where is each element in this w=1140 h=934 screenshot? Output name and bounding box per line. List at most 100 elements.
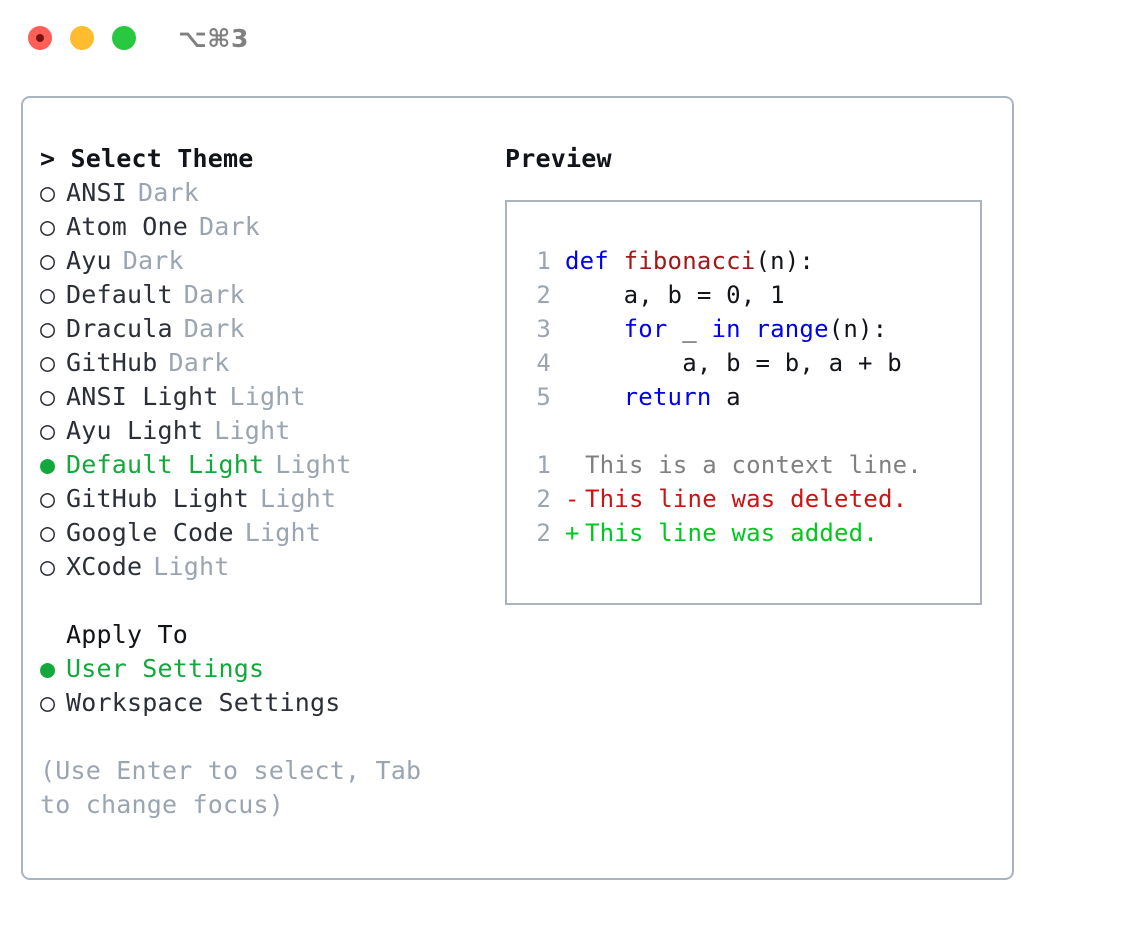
theme-name-label: Dracula [66,314,173,343]
theme-name-label: Google Code [66,518,234,547]
theme-list-item[interactable]: ○ Default Dark [40,278,493,312]
code-token: a, b = b, a + b [565,349,902,377]
line-number: 2 [536,281,551,309]
code-token: def [565,247,624,275]
minimize-button-icon[interactable] [70,26,94,50]
diff-line: 2+This line was added. [525,516,980,550]
theme-variant-badge: Dark [183,314,245,343]
theme-variant-badge: Dark [122,246,184,275]
radio-unselected-icon: ○ [40,382,56,411]
keyboard-hint-text: (Use Enter to select, Tab to change focu… [40,756,422,819]
line-number: 2 [536,519,551,547]
theme-name-label: ANSI [66,178,128,207]
apply-to-label: Workspace Settings [66,688,341,717]
theme-name-label: XCode [66,552,143,581]
theme-variant-badge: Dark [168,348,230,377]
line-number: 2 [536,485,551,513]
radio-unselected-icon: ○ [40,280,56,309]
code-token: a [711,383,741,411]
theme-variant-badge: Light [229,382,306,411]
code-token [565,383,624,411]
theme-variant-badge: Dark [138,178,200,207]
code-line: 3 for _ in range(n): [525,312,980,346]
theme-variant-badge: Light [260,484,337,513]
code-line: 4 a, b = b, a + b [525,346,980,380]
code-text: def fibonacci(n): [565,244,814,278]
theme-name-label: ANSI Light [66,382,219,411]
apply-to-header: Apply To [66,620,189,649]
theme-list-item[interactable]: ○ Google Code Light [40,516,493,550]
line-number: 5 [536,383,551,411]
code-token: (n): [828,315,888,343]
maximize-button-icon[interactable] [112,26,136,50]
theme-name-label: Atom One [66,212,189,241]
line-number: 1 [536,247,551,275]
code-line: 5 return a [525,380,980,414]
code-token: _ [667,315,712,343]
apply-to-label: User Settings [66,654,265,683]
diff-marker: - [565,485,580,513]
diff-text: This line was deleted. [585,485,908,513]
diff-marker [565,448,585,482]
keyboard-shortcut-label: ⌥⌘3 [178,23,249,53]
code-token: range [755,315,829,343]
apply-to-list: ● User Settings ○ Workspace Settings [40,652,493,720]
code-token: return [623,383,712,411]
theme-list-item[interactable]: ○ Ayu Dark [40,244,493,278]
theme-variant-badge: Dark [183,280,245,309]
radio-unselected-icon: ○ [40,246,56,275]
radio-unselected-icon: ○ [40,314,56,343]
list-spacer [40,584,493,618]
radio-unselected-icon: ○ [40,212,56,241]
code-text: return a [565,380,741,414]
diff-sample: 1 This is a context line.2-This line was… [525,448,980,550]
radio-selected-icon: ● [40,450,56,479]
code-token: for [623,315,668,343]
theme-name-label: Ayu [66,246,112,275]
diff-text: This line was added. [585,519,878,547]
line-number: 4 [536,349,551,377]
code-text: a, b = b, a + b [565,346,902,380]
radio-unselected-icon: ○ [40,416,56,445]
theme-variant-badge: Light [214,416,291,445]
preview-title: Preview [505,144,612,173]
theme-list-item[interactable]: ○ Dracula Dark [40,312,493,346]
code-line: 1 def fibonacci(n): [525,244,980,278]
window-controls [28,26,136,50]
diff-line: 1 This is a context line. [525,448,980,482]
radio-unselected-icon: ○ [40,484,56,513]
apply-to-item[interactable]: ○ Workspace Settings [40,686,493,720]
diff-line: 2-This line was deleted. [525,482,980,516]
code-text: a, b = 0, 1 [565,278,785,312]
code-token: (n): [755,247,815,275]
line-number: 3 [536,315,551,343]
theme-list-item[interactable]: ○ ANSI Light Light [40,380,493,414]
code-token [741,315,756,343]
select-theme-header: > Select Theme [40,144,254,173]
theme-list-item[interactable]: ○ Ayu Light Light [40,414,493,448]
apply-to-item[interactable]: ● User Settings [40,652,493,686]
radio-unselected-icon: ○ [40,688,56,717]
theme-name-label: Default Light [66,450,265,479]
theme-name-label: Default [66,280,173,309]
radio-unselected-icon: ○ [40,518,56,547]
code-token: a, b = 0, 1 [565,281,785,309]
radio-selected-icon: ● [40,654,56,683]
theme-name-label: Ayu Light [66,416,204,445]
line-number: 1 [536,451,551,479]
close-button-icon[interactable] [28,26,52,50]
theme-variant-badge: Light [244,518,322,547]
code-token: fibonacci [623,247,756,275]
code-text: for _ in range(n): [565,312,888,346]
code-line: 2 a, b = 0, 1 [525,278,980,312]
